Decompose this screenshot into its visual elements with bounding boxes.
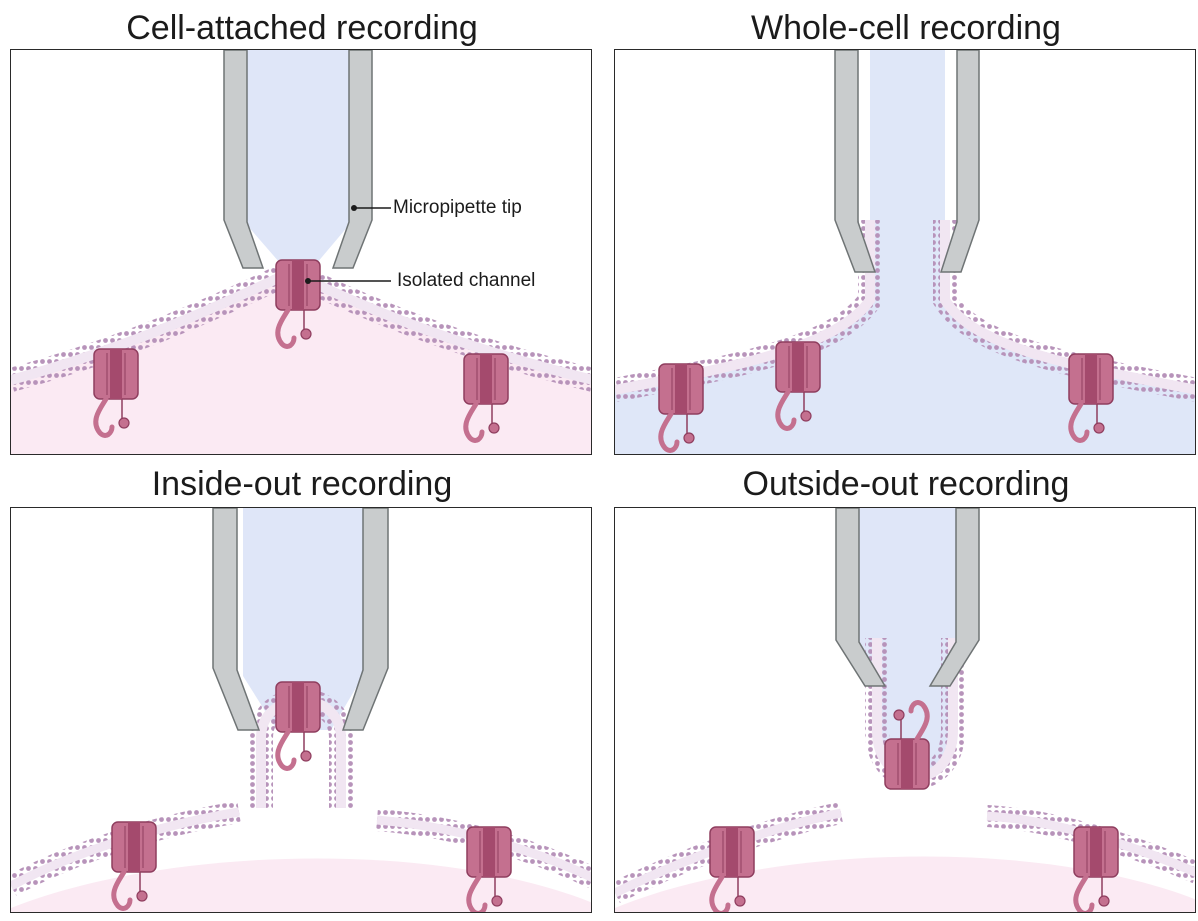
- isolated-channel-label: Isolated channel: [397, 270, 535, 292]
- micropipette-tip-label: Micropipette tip: [393, 197, 522, 219]
- panel-title-outside-out: Outside-out recording: [614, 464, 1198, 504]
- panel-title-whole-cell: Whole-cell recording: [614, 8, 1198, 48]
- panel-title-cell-attached: Cell-attached recording: [10, 8, 594, 48]
- panel-outside-out: [614, 507, 1196, 913]
- panel-title-inside-out: Inside-out recording: [10, 464, 594, 504]
- panel-whole-cell: [614, 49, 1196, 455]
- ion-channel-isolated: [276, 682, 320, 768]
- panel-cell-attached: Micropipette tip Isolated channel: [10, 49, 592, 455]
- panel-inside-out: [10, 507, 592, 913]
